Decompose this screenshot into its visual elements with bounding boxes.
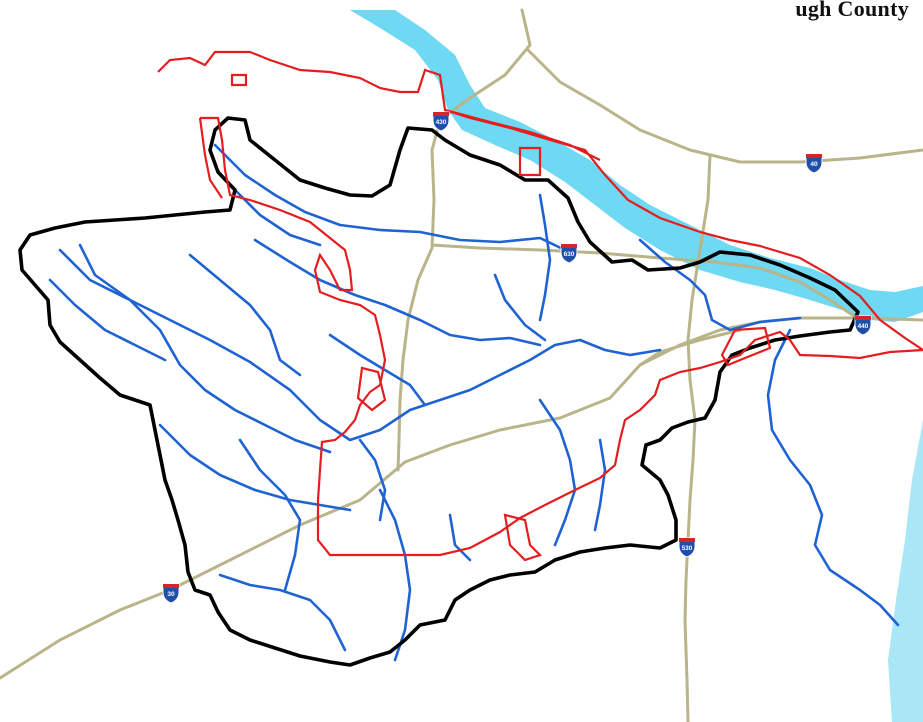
map-title: ugh County (795, 0, 909, 21)
interstate-shield-icon: 440 (854, 315, 872, 336)
creek-west-3 (188, 253, 302, 377)
creek-upper-west (228, 183, 322, 247)
fourche-bayou (766, 328, 900, 627)
creek-south-5 (448, 513, 472, 562)
city-limits-west-arm (200, 116, 923, 557)
highway-i40 (526, 48, 923, 164)
river-layer (350, 10, 923, 722)
shield-label-530: 530 (682, 545, 693, 552)
creek-east-2 (493, 273, 547, 342)
creek-center-1 (328, 333, 427, 407)
interstate-shield-icon: 630 (560, 243, 578, 264)
creek-southeast-1 (538, 398, 577, 547)
main-creek (58, 248, 662, 442)
shield-label-40: 40 (810, 161, 818, 168)
city-limits-river-edge (444, 108, 601, 161)
creek-south-2 (238, 438, 302, 592)
creek-north-1 (213, 143, 567, 252)
highway-i430 (396, 8, 532, 472)
interstate-shield-icon: 30 (162, 583, 180, 604)
city-limits-enclave-4 (503, 513, 543, 562)
watershed-boundary (18, 116, 860, 667)
arkansas-river (350, 10, 923, 322)
city-limits-enclave-1 (518, 146, 542, 177)
highway-i530 (683, 153, 712, 722)
shield-label-630: 630 (564, 251, 575, 258)
east-river-channel (888, 420, 923, 722)
interstate-shield-icon: 40 (805, 153, 823, 174)
city-limits-enclave-3 (356, 366, 387, 412)
shield-label-430: 430 (436, 119, 447, 126)
city-limits-enclave-2 (230, 73, 248, 87)
creek-south-1 (158, 423, 352, 512)
shield-layer: 430 40 630 440 530 30 (162, 111, 872, 604)
creek-north-2 (253, 238, 542, 347)
highway-i630 (430, 243, 862, 322)
creek-southeast-2 (593, 438, 607, 532)
shield-label-30: 30 (167, 591, 175, 598)
creek-east-1 (638, 238, 802, 332)
watershed-boundary-layer (18, 116, 860, 667)
city-limits-layer (157, 50, 923, 562)
creek-east-3 (538, 193, 552, 322)
stream-layer (48, 143, 900, 662)
highway-connector-east (638, 328, 742, 367)
creek-south-3 (378, 488, 412, 662)
shield-label-440: 440 (858, 323, 869, 330)
creek-south-4 (218, 573, 347, 652)
interstate-shield-icon: 430 (432, 111, 450, 132)
city-limits-northwest-strip (198, 117, 223, 199)
city-limits-enclave-5 (720, 326, 772, 367)
interstate-shield-icon: 530 (678, 537, 696, 558)
creek-west-1 (78, 243, 332, 454)
creek-west-2 (48, 278, 167, 362)
creek-center-2 (358, 438, 387, 522)
